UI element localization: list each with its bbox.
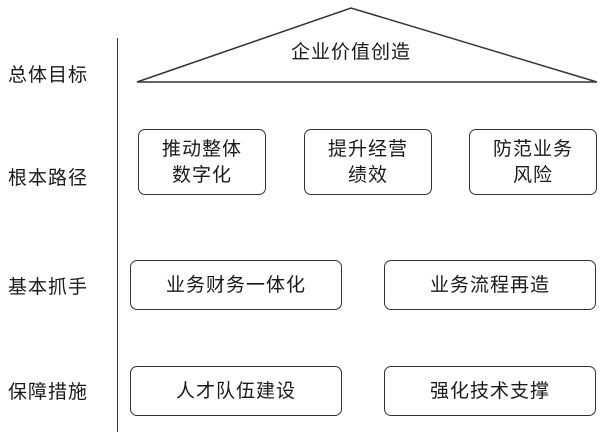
path-box-performance: 提升经营 绩效 [304,129,432,195]
lever-box-process-reengineering: 业务流程再造 [384,260,596,310]
roof-triangle [136,7,598,83]
path-box-digitalization: 推动整体 数字化 [138,129,266,195]
lever-box-business-finance: 业务财务一体化 [130,260,342,310]
path-box-label: 提升经营 绩效 [327,138,408,186]
row-label-fundamental-path: 根本路径 [8,167,89,189]
path-box-label: 推动整体 数字化 [161,138,242,186]
goal-title: 企业价值创造 [290,41,411,63]
row-label-basic-lever: 基本抓手 [8,276,89,298]
measure-box-label: 人才队伍建设 [175,380,296,402]
path-box-label: 防范业务 风险 [492,138,573,186]
path-box-risk: 防范业务 风险 [469,129,597,195]
lever-box-label: 业务财务一体化 [165,274,306,296]
vertical-divider [117,38,118,432]
lever-box-label: 业务流程再造 [429,274,550,296]
measure-box-talent: 人才队伍建设 [130,366,342,416]
measure-box-technology: 强化技术支撑 [384,366,596,416]
row-label-safeguard-measures: 保障措施 [8,381,89,403]
row-label-overall-goal: 总体目标 [8,64,89,86]
measure-box-label: 强化技术支撑 [429,380,550,402]
